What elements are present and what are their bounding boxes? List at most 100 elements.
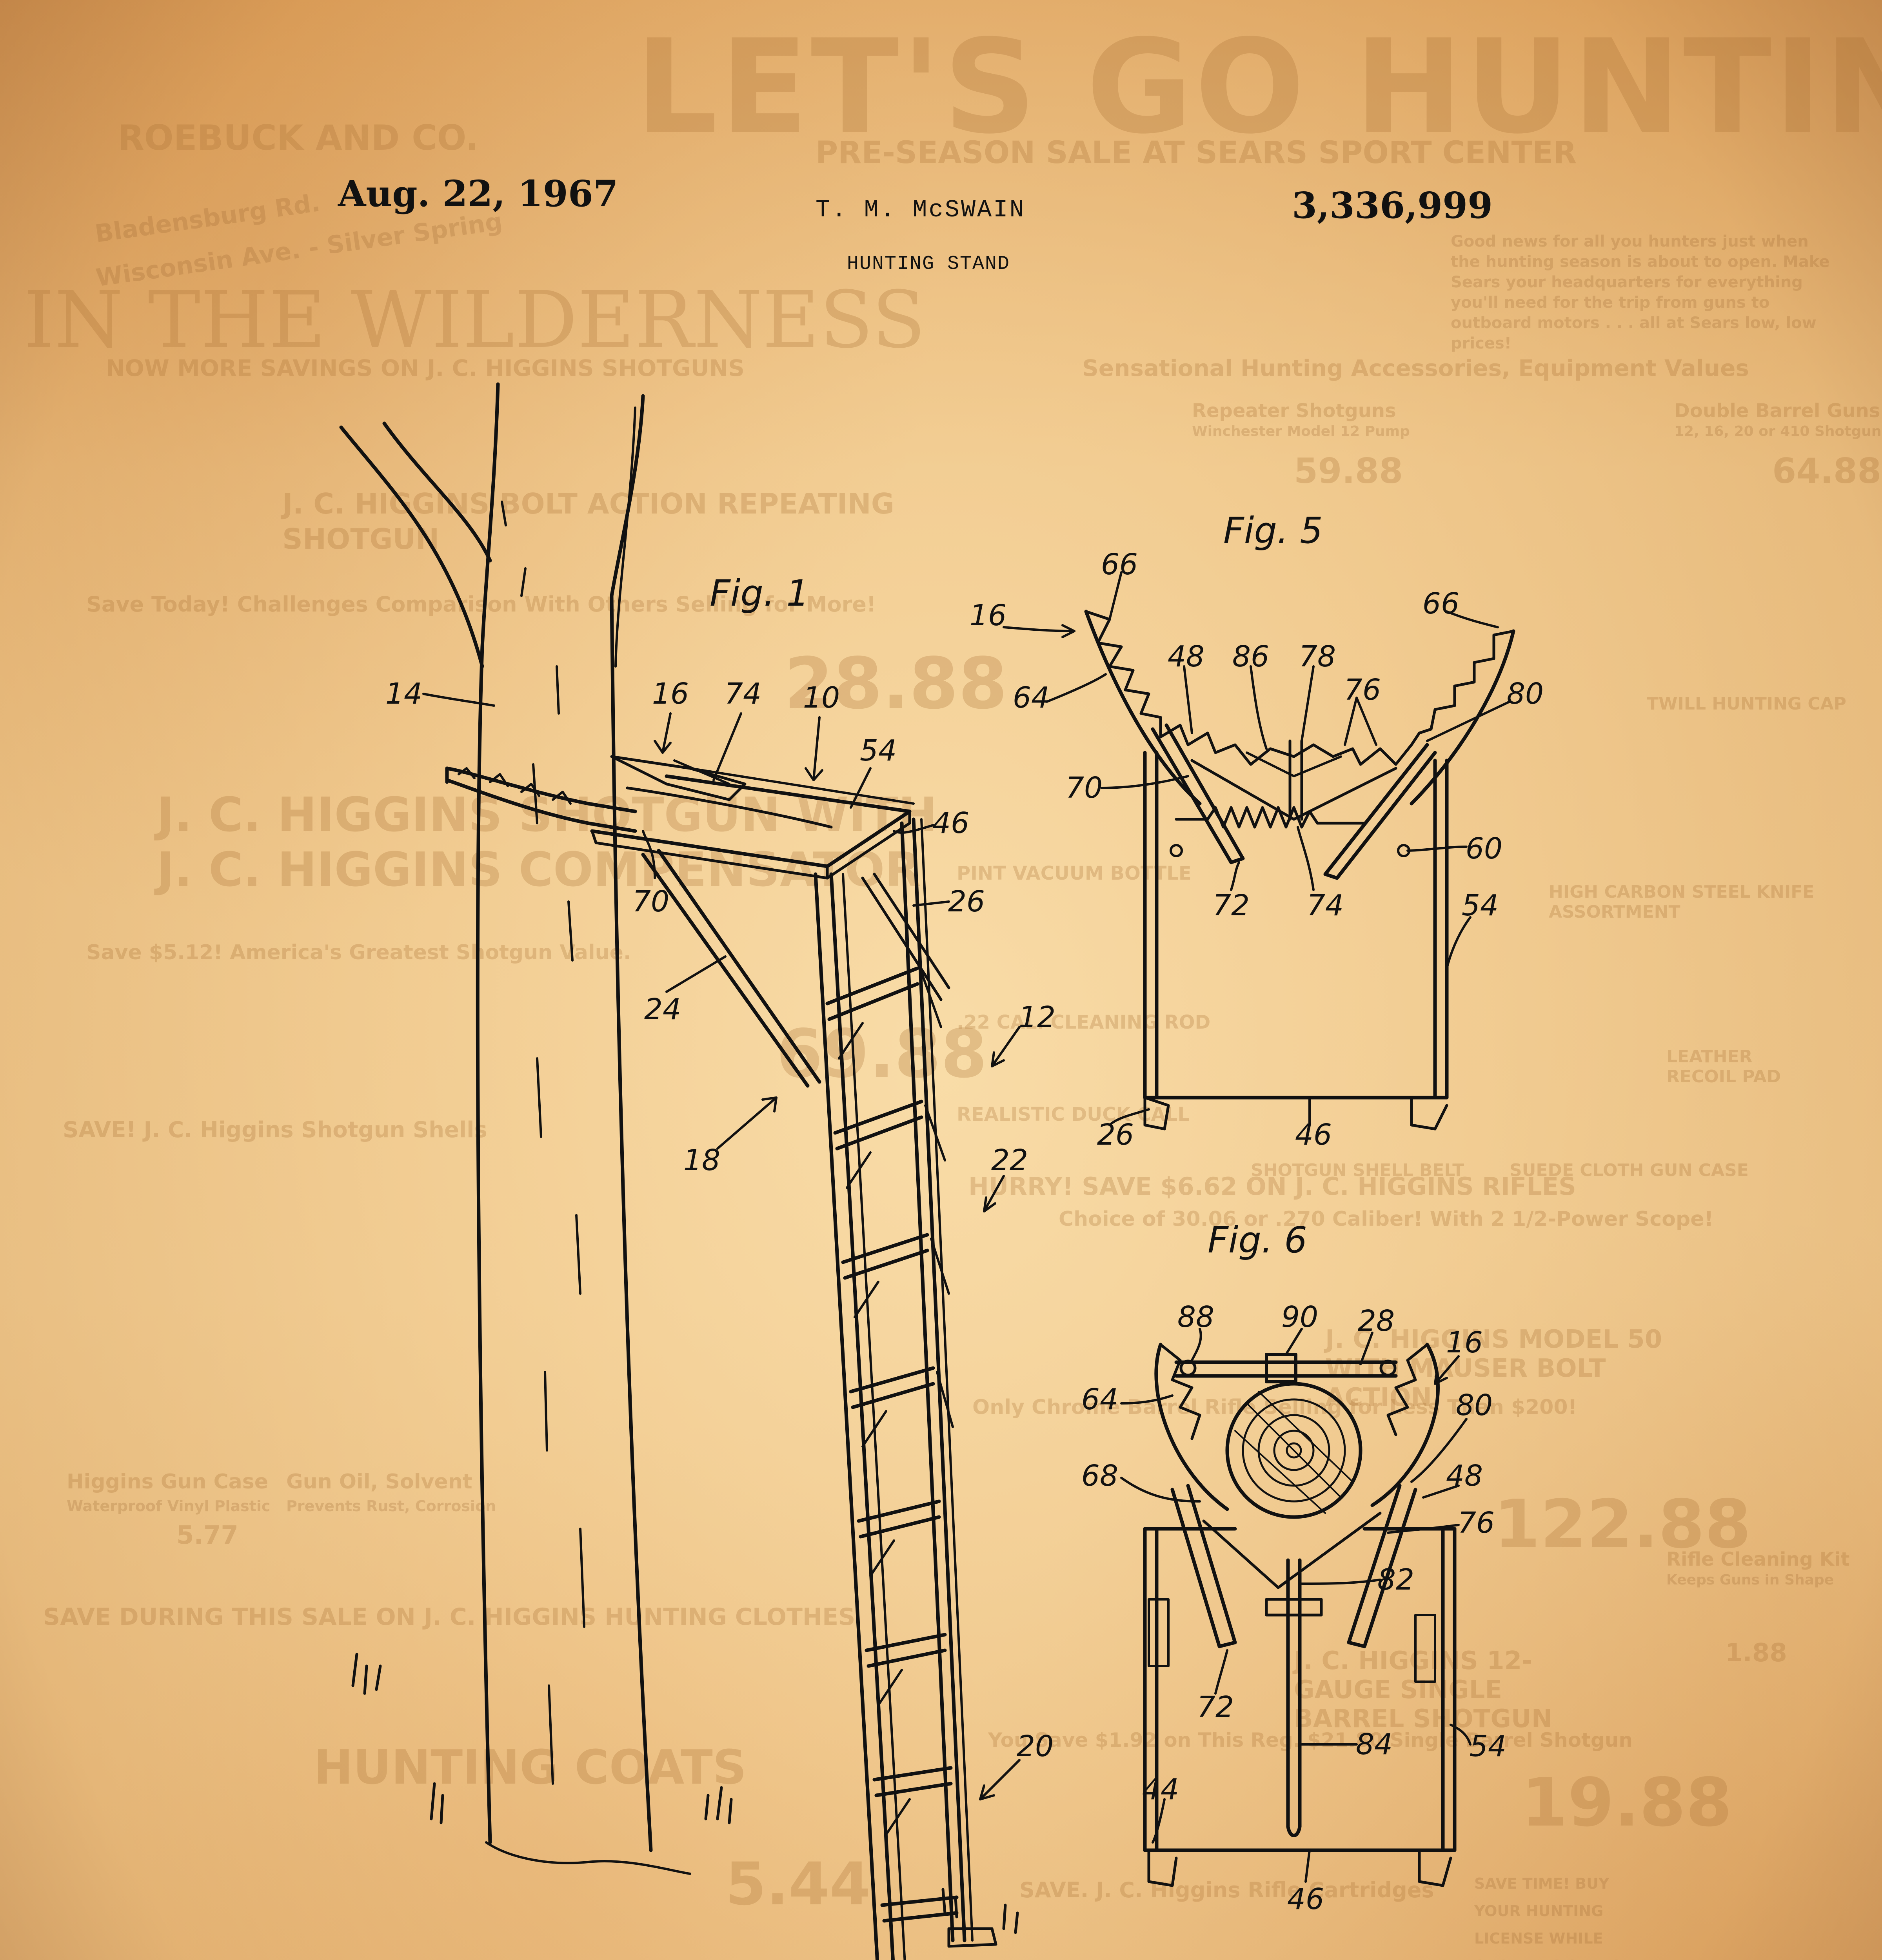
ref-numeral: 64 — [1081, 1383, 1119, 1416]
seat-gripper-16 — [445, 755, 833, 833]
ad-price: 69.88 — [776, 1015, 987, 1093]
ad-price: 5.77 — [176, 1521, 238, 1550]
ref-numeral: 70 — [1065, 771, 1103, 805]
platform-10 — [590, 767, 915, 880]
ref-numeral: 54 — [1461, 889, 1499, 922]
ad-title: Choice of 30.06 or .270 Caliber! With 2 … — [1059, 1207, 1714, 1231]
ref-numeral: 86 — [1232, 640, 1270, 673]
ref-numeral: 28 — [1357, 1304, 1395, 1338]
patent-inventor-header: T. M. McSWAIN — [816, 196, 1026, 224]
ref-numeral: 26 — [1097, 1118, 1134, 1152]
ad-price: 5.44 — [725, 1850, 871, 1918]
fig5-drawing — [1084, 610, 1515, 1131]
ref-numeral: 48 — [1167, 640, 1205, 673]
ad-subtitle: Prevents Rust, Corrosion — [286, 1497, 496, 1515]
ref-numeral: 68 — [1081, 1459, 1119, 1493]
ad-title: HIGH CARBON STEEL KNIFE ASSORTMENT — [1549, 882, 1815, 922]
figure-label-6: Fig. 6 — [1208, 1219, 1307, 1261]
patent-title: HUNTING STAND — [847, 253, 1010, 275]
ad-title: Save Today! Challenges Comparison With O… — [86, 592, 876, 617]
ad-title: Repeater Shotguns — [1192, 400, 1396, 422]
ref-numeral: 12 — [1018, 1000, 1056, 1034]
fig1-leader-lines — [422, 693, 1021, 1800]
ref-numeral: 44 — [1142, 1773, 1179, 1806]
fig5-leader-lines — [1003, 571, 1511, 1126]
ref-numeral: 46 — [932, 806, 970, 840]
ad-subtitle: Winchester Model 12 Pump — [1192, 423, 1410, 439]
fig6-leader-lines — [1120, 1328, 1471, 1883]
ad-title: SAVE TIME! BUY YOUR HUNTING LICENSE WHIL… — [1474, 1875, 1622, 1960]
ref-numeral: 66 — [1422, 587, 1460, 621]
newspaper-savings-line: NOW MORE SAVINGS ON J. C. HIGGINS SHOTGU… — [106, 355, 745, 381]
ref-numeral: 14 — [385, 677, 423, 711]
newspaper-headline: LET'S GO HUNTING! — [635, 12, 1882, 162]
ref-numeral: 54 — [1469, 1730, 1507, 1763]
ref-numeral: 88 — [1177, 1300, 1215, 1334]
ad-title: PINT VACUUM BOTTLE — [957, 862, 1192, 884]
newspaper-accessories-line: Sensational Hunting Accessories, Equipme… — [1082, 355, 1749, 381]
ref-numeral: 24 — [644, 993, 681, 1026]
ref-numeral: 74 — [724, 677, 762, 711]
ad-title: J. C. HIGGINS BOLT ACTION REPEATING SHOT… — [282, 487, 894, 555]
ad-title: Higgins Gun Case — [67, 1470, 268, 1494]
ref-numeral: 10 — [803, 681, 840, 715]
patent-number: 3,336,999 — [1292, 184, 1493, 227]
ref-numeral: 72 — [1212, 889, 1250, 922]
ad-subtitle: Waterproof Vinyl Plastic — [67, 1497, 271, 1515]
ref-numeral: 16 — [969, 599, 1007, 632]
figure-label-5: Fig. 5 — [1223, 510, 1323, 552]
fig6-drawing — [1143, 1343, 1457, 1887]
ref-numeral: 22 — [991, 1143, 1028, 1177]
ref-numeral: 54 — [859, 734, 897, 768]
ref-numeral: 84 — [1355, 1728, 1393, 1761]
ref-numeral: 46 — [1295, 1118, 1332, 1152]
ad-price: 28.88 — [784, 643, 1008, 725]
newspaper-intro-text: Good news for all you hunters just when … — [1451, 232, 1830, 352]
ref-numeral: 72 — [1197, 1690, 1234, 1724]
newspaper-banner: IN THE WILDERNESS — [24, 274, 926, 366]
ad-title: HUNTING COATS — [314, 1740, 747, 1795]
ad-price: 19.88 — [1521, 1764, 1732, 1842]
ref-numeral: 90 — [1281, 1300, 1319, 1334]
ad-title: SAVE. J. C. Higgins Rifle Cartridges — [1019, 1878, 1434, 1902]
ref-numeral: 82 — [1377, 1563, 1415, 1597]
ad-subtitle: 12, 16, 20 or 410 Shotgun — [1674, 423, 1882, 439]
ref-numeral: 78 — [1299, 640, 1336, 673]
ad-title: LEATHER RECOIL PAD — [1666, 1047, 1781, 1087]
figure-label-1: Fig. 1 — [710, 572, 809, 614]
ref-numeral: 26 — [948, 885, 985, 918]
ad-title: SAVE DURING THIS SALE ON J. C. HIGGINS H… — [43, 1603, 856, 1631]
ad-title: Gun Oil, Solvent — [286, 1470, 472, 1494]
ref-numeral: 20 — [1016, 1730, 1054, 1763]
ad-title: .22 CAL. CLEANING ROD — [957, 1011, 1211, 1033]
ad-price: 59.88 — [1294, 451, 1403, 491]
ref-numeral: 74 — [1306, 889, 1344, 922]
ref-numeral: 76 — [1344, 673, 1381, 707]
ad-title: J. C. HIGGINS 12-GAUGE SINGLE BARREL SHO… — [1294, 1646, 1553, 1733]
ref-numeral: 80 — [1455, 1388, 1493, 1422]
ref-numeral: 64 — [1012, 681, 1050, 715]
ad-title: HURRY! SAVE $6.62 ON J. C. HIGGINS RIFLE… — [968, 1172, 1576, 1201]
ad-title: SUEDE CLOTH GUN CASE — [1510, 1160, 1749, 1180]
ad-title: TWILL HUNTING CAP — [1647, 694, 1846, 714]
ad-title: REALISTIC DUCK CALL — [957, 1103, 1190, 1125]
ad-title: Rifle Cleaning Kit — [1666, 1548, 1850, 1570]
ad-title: Double Barrel Guns — [1674, 400, 1880, 422]
ad-title: SAVE! J. C. Higgins Shotgun Shells — [63, 1117, 487, 1143]
ad-price: 122.88 — [1494, 1486, 1751, 1563]
ad-price: 1.88 — [1725, 1639, 1787, 1668]
patent-date: Aug. 22, 1967 — [338, 172, 618, 215]
ref-numeral: 18 — [683, 1143, 721, 1177]
ad-subtitle: Keeps Guns in Shape — [1666, 1572, 1834, 1588]
ref-numeral: 16 — [652, 677, 689, 711]
ref-numeral: 48 — [1446, 1459, 1483, 1493]
ref-numeral: 16 — [1446, 1326, 1483, 1359]
newspaper-brand: ROEBUCK AND CO. — [118, 118, 479, 158]
newspaper-subhead: PRE-SEASON SALE AT SEARS SPORT CENTER — [816, 135, 1577, 171]
ref-numeral: 46 — [1287, 1882, 1324, 1916]
ref-numeral: 80 — [1506, 677, 1544, 711]
ref-numeral: 76 — [1457, 1506, 1495, 1540]
ladder-12 — [814, 817, 1019, 1960]
